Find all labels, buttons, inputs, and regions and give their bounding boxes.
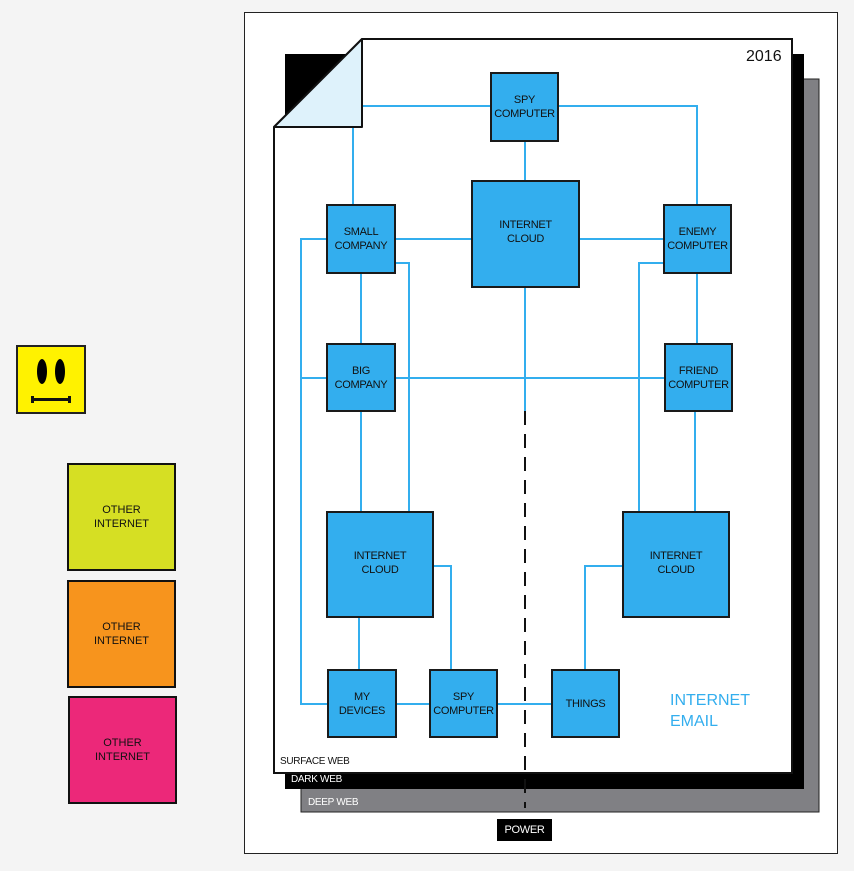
left-eye: [37, 359, 47, 384]
year-label: 2016: [746, 48, 782, 65]
neutral-face-icon: [16, 345, 86, 414]
edge-right-cloud-to-things: [584, 565, 623, 670]
surface-web-label: SURFACE WEB: [280, 756, 350, 767]
power-label: POWER: [497, 819, 552, 841]
edge-spy-top-to-enemy: [558, 105, 698, 205]
edge-small-company-to-left-cloud: [395, 262, 410, 512]
page-fold-corner: [273, 38, 363, 128]
edge-left-rail: [300, 238, 328, 705]
connection-lines: [300, 105, 698, 705]
edge-left-cloud-to-spy-bottom: [433, 565, 452, 670]
edge-enemy-to-right-cloud: [638, 262, 664, 512]
deep-web-label: DEEP WEB: [308, 797, 359, 808]
right-eye: [55, 359, 65, 384]
legend-internet: INTERNET: [670, 692, 750, 709]
node-things[interactable]: THINGS: [551, 669, 620, 738]
dark-web-label: DARK WEB: [291, 774, 342, 785]
legend: INTERNET EMAIL: [670, 690, 750, 732]
legend-email: EMAIL: [670, 713, 719, 730]
mouth: [31, 396, 71, 403]
